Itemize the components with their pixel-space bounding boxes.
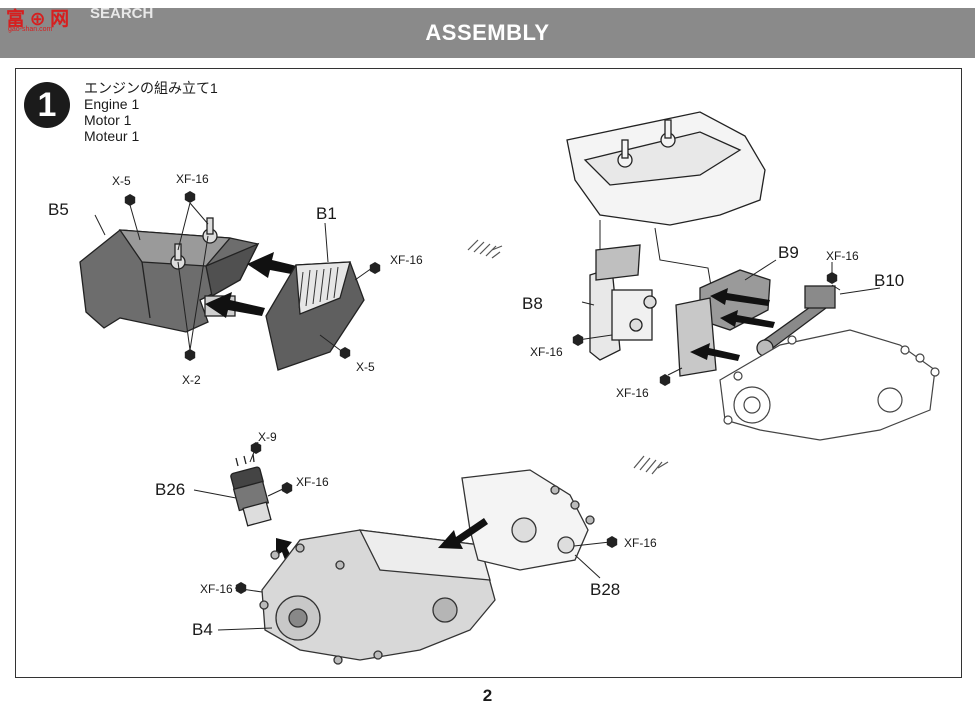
label-b1: B1 — [316, 204, 337, 223]
step-title-german: Motor 1 — [84, 112, 132, 128]
logo-mark: 富 ⊕ 网 — [6, 8, 69, 30]
part-b5-airbox-drawing — [79, 217, 260, 333]
screw-xf16-b4-icon — [235, 582, 247, 594]
label-x2: X-2 — [182, 373, 201, 387]
part-b10-drawing — [756, 285, 836, 357]
label-x5-b1: X-5 — [356, 360, 375, 374]
screw-x5-b1-icon — [339, 347, 351, 359]
label-xf16-b10: XF-16 — [826, 249, 859, 263]
screw-x2-icon — [184, 349, 196, 361]
step-title-english: Engine 1 — [84, 96, 140, 112]
part-b28-drawing — [461, 469, 595, 571]
label-xf16-top: XF-16 — [176, 172, 209, 186]
label-xf16-lower: XF-16 — [616, 386, 649, 400]
label-xf16-b1: XF-16 — [390, 253, 423, 267]
label-b26: B26 — [155, 480, 186, 499]
part-b26-drawing — [230, 453, 272, 527]
watermark-logo: 富 ⊕ 网 SEARCH gao-shan.com — [6, 4, 166, 38]
insert-arrow-b28-icon — [438, 518, 488, 549]
insert-arrow-icon — [205, 252, 305, 318]
step-title-french: Moteur 1 — [84, 128, 140, 144]
label-xf16-b28: XF-16 — [624, 536, 657, 550]
part-b8-drawing — [589, 244, 657, 361]
instruction-frame — [15, 68, 962, 678]
screw-xf16-b1-icon — [369, 262, 381, 274]
page-number: 2 — [482, 686, 493, 705]
part-b1-intake-drawing — [265, 261, 365, 371]
screw-xf16-b10-icon — [826, 272, 838, 284]
screw-x5-top-icon — [124, 194, 136, 206]
screw-xf16-lower-icon — [659, 374, 671, 386]
label-xf16-b4: XF-16 — [200, 582, 233, 596]
label-b9: B9 — [778, 243, 799, 262]
label-b28: B28 — [590, 580, 621, 599]
gearbox-lower-drawing — [259, 529, 496, 665]
page-title: ASSEMBLY — [425, 20, 550, 45]
label-b10: B10 — [874, 271, 905, 290]
label-xf16-b8: XF-16 — [530, 345, 563, 359]
engine-cover-drawing — [566, 111, 766, 226]
label-b4: B4 — [192, 620, 213, 639]
label-xf16-b26: XF-16 — [296, 475, 329, 489]
screw-xf16-b28-icon — [606, 536, 618, 548]
gearbox-upper-drawing — [719, 329, 940, 441]
direction-arrow-lower-icon — [633, 455, 669, 475]
step-number-badge: 1 — [24, 82, 70, 128]
screw-xf16-b26-icon — [281, 482, 293, 494]
step-title-japanese: エンジンの組み立て1 — [84, 80, 218, 96]
step-title: エンジンの組み立て1 Engine 1 Motor 1 Moteur 1 — [84, 80, 218, 144]
label-b5: B5 — [48, 200, 69, 219]
insert-arrow-right-icon — [690, 288, 775, 361]
screw-xf16-top-icon — [184, 191, 196, 203]
direction-arrow-icon — [467, 239, 503, 259]
label-x5-top: X-5 — [112, 174, 131, 188]
label-b8: B8 — [522, 294, 543, 313]
logo-text: SEARCH — [90, 5, 154, 22]
label-x9: X-9 — [258, 430, 277, 444]
logo-url: gao-shan.com — [8, 26, 53, 33]
header-bar — [0, 8, 975, 58]
screw-xf16-b8-icon — [572, 334, 584, 346]
